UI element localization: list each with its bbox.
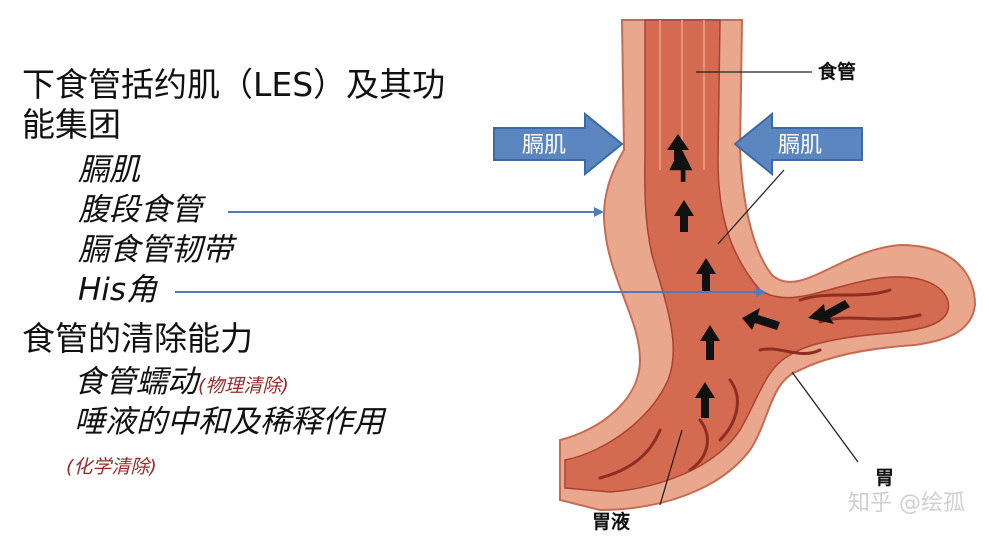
stomach-label: 胃 bbox=[875, 467, 894, 489]
diaphragm-arrow-right bbox=[733, 111, 863, 177]
saliva-text: 唾液的中和及稀释作用 bbox=[74, 404, 384, 440]
les-title-line2: 能集团 bbox=[22, 105, 121, 144]
gastric-juice-label: 胃液 bbox=[592, 510, 631, 533]
item-diaphragm: 膈肌 bbox=[78, 152, 140, 188]
les-title-line1: 下食管括约肌（LES）及其功 bbox=[22, 65, 446, 104]
diaphragm-arrow-left bbox=[493, 111, 624, 177]
item-abdominal-esophagus: 腹段食管 bbox=[78, 192, 202, 228]
clearance-title: 食管的清除能力 bbox=[22, 319, 253, 358]
diaphragm-right-label: 膈肌 bbox=[778, 133, 822, 158]
leader-lines bbox=[659, 71, 859, 506]
pointer-lines bbox=[175, 207, 766, 297]
peristalsis-label: 食管蠕动 bbox=[74, 364, 198, 400]
diaphragm-left-label: 膈肌 bbox=[522, 133, 566, 158]
item-phrenoesophageal-ligament: 膈食管韧带 bbox=[78, 232, 233, 268]
peristalsis-note: (物理清除) bbox=[198, 375, 289, 397]
watermark: 知乎 @绘孤 bbox=[848, 491, 965, 516]
item-his-angle: His角 bbox=[78, 272, 158, 308]
reflux-arrows bbox=[667, 134, 850, 418]
saliva-note: (化学清除) bbox=[66, 456, 157, 478]
peristalsis-text: 食管蠕动(物理清除) bbox=[74, 364, 289, 404]
esophagus-label: 食管 bbox=[818, 60, 856, 83]
